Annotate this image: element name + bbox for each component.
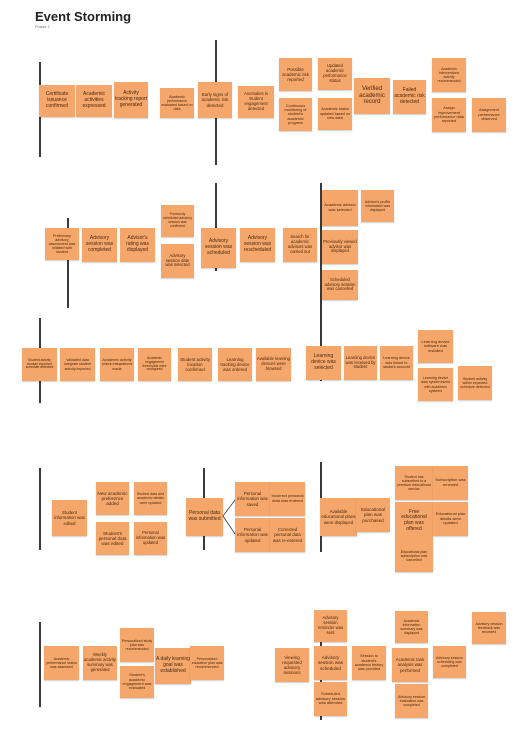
event-sticky-note[interactable]: Learning device software was installed	[418, 330, 453, 363]
event-sticky-note[interactable]: Personalized study plan was recommended	[120, 628, 154, 662]
branch-arrow	[222, 499, 236, 517]
event-sticky-note[interactable]: Advisory session scheduling was complete…	[433, 646, 466, 678]
event-sticky-note[interactable]: Student activity within expected schedul…	[458, 366, 492, 400]
event-sticky-note[interactable]: Advisory session feedback was recorded	[472, 612, 506, 644]
event-sticky-note[interactable]: Educational plan details were updated	[433, 502, 468, 536]
event-sticky-note[interactable]: A daily learning goal was established	[155, 648, 191, 684]
event-sticky-note[interactable]: Learning tracking device was ordered	[218, 348, 252, 381]
event-sticky-note[interactable]: Academic performance status was assessed	[44, 646, 79, 680]
event-sticky-note[interactable]: Scheduled advisory session was attended	[314, 682, 347, 716]
event-sticky-note[interactable]: Advisory session was completed	[82, 228, 117, 262]
event-sticky-note[interactable]: Student information was edited	[52, 500, 87, 536]
event-sticky-note[interactable]: Updated academic performance status	[318, 58, 352, 90]
timeline-line	[39, 622, 41, 707]
event-sticky-note[interactable]: Personal data was submitted	[186, 498, 223, 536]
event-sticky-note[interactable]: Anomalies in student engagement detected	[238, 86, 274, 118]
event-sticky-note[interactable]: Failed academic risk detected	[393, 80, 426, 114]
event-sticky-note[interactable]: Validated data integrate student activit…	[60, 348, 95, 381]
event-sticky-note[interactable]: Assignment performance observed	[472, 98, 506, 132]
event-sticky-note[interactable]: Personalized education plan was recommen…	[190, 646, 224, 680]
event-sticky-note[interactable]: Session to student's academic history wa…	[352, 646, 386, 680]
event-sticky-note[interactable]: Activity tracking report generated	[114, 82, 148, 118]
event-sticky-note[interactable]: Preliminary advisory assessment was init…	[45, 228, 79, 260]
event-sticky-note[interactable]: Previously viewed advisor was displayed	[322, 230, 358, 264]
event-sticky-note[interactable]: Student activity location confirmed	[178, 348, 212, 381]
event-sticky-note[interactable]: Student's personal data was edited	[96, 522, 129, 555]
event-sticky-note[interactable]: Learning device was selected	[306, 346, 341, 380]
event-sticky-note[interactable]: Available educational plans were display…	[320, 498, 357, 536]
board-subtitle: Phase 2	[35, 24, 50, 29]
event-sticky-note[interactable]: Personal information was updated	[235, 518, 270, 552]
event-sticky-note[interactable]: Continuous monitoring of student's acade…	[279, 98, 312, 131]
event-sticky-note[interactable]: Academic information summary was display…	[395, 611, 428, 643]
event-sticky-note[interactable]: Assign improvement performance data repo…	[432, 98, 466, 132]
event-sticky-note[interactable]: Student data and academic details were u…	[134, 482, 167, 515]
event-sticky-note[interactable]: Personal information was saved	[235, 482, 270, 516]
event-sticky-note[interactable]: Viewing requested advisory sessions	[275, 648, 309, 682]
event-sticky-note[interactable]: Advisor's rating was displayed	[120, 228, 155, 262]
event-sticky-note[interactable]: Certificate issuance confirmed	[39, 85, 75, 117]
timeline-line	[215, 183, 217, 271]
timeline-line	[320, 183, 322, 303]
timeline-line	[67, 218, 69, 308]
event-sticky-note[interactable]: Educational plan was purchased	[356, 498, 390, 532]
event-sticky-note[interactable]: Available learning devices were browsed	[256, 348, 291, 381]
event-sticky-note[interactable]: Student's academic engagement was evalua…	[120, 666, 154, 698]
event-sticky-note[interactable]: Learning device was linked to student ac…	[380, 346, 413, 380]
event-sticky-note[interactable]: Scheduled advisory session was cancelled	[322, 270, 358, 300]
event-sticky-note[interactable]: Incorrect personal data was entered	[270, 482, 305, 516]
event-sticky-note[interactable]: Free educational plan was offered	[395, 502, 433, 540]
event-sticky-note[interactable]: Academic interventions activity recommen…	[432, 58, 466, 92]
event-sticky-note[interactable]: Subscription was renewed	[433, 466, 468, 500]
event-sticky-note[interactable]: Personal information was updated	[134, 522, 167, 555]
event-sticky-note[interactable]: Academic engagement thresholds were conf…	[138, 348, 171, 381]
event-sticky-note[interactable]: Early signs of academic risk detected	[198, 82, 232, 118]
event-sticky-note[interactable]: Academic activities expressed	[76, 85, 112, 117]
event-sticky-note[interactable]: Search for academic advisors was carried…	[283, 228, 317, 262]
event-sticky-note[interactable]: Advisory session reminder was sent	[314, 610, 347, 642]
board-title: Event Storming	[35, 9, 132, 24]
event-sticky-note[interactable]: Advisory session was rescheduled	[240, 228, 275, 262]
event-sticky-note[interactable]: Possible academic risk reported	[279, 58, 312, 91]
event-sticky-note[interactable]: New academic preference added	[96, 482, 129, 515]
event-sticky-note[interactable]: Advisory session evaluation was complete…	[395, 684, 428, 718]
timeline-line	[39, 468, 41, 550]
event-sticky-note[interactable]: Corrected personal data was re-entered	[270, 518, 305, 552]
event-sticky-note[interactable]: Advisory session was scheduled	[201, 228, 236, 268]
event-sticky-note[interactable]: Academic task analysis was performed	[392, 648, 428, 682]
event-sticky-note[interactable]: Academic activity check integrations mad…	[100, 348, 134, 381]
timeline-line	[320, 296, 322, 381]
event-sticky-note[interactable]: Advisor's profile information was displa…	[361, 190, 394, 222]
event-sticky-note[interactable]: Learning device data synchronized with a…	[418, 368, 453, 401]
event-sticky-note[interactable]: Advisory session date was selected	[161, 244, 194, 278]
event-sticky-note[interactable]: Previously scheduled advisory session wa…	[161, 205, 194, 237]
event-sticky-note[interactable]: Academic performance evaluated based on …	[160, 88, 194, 118]
event-sticky-note[interactable]: Weekly academic activity summary was gen…	[83, 646, 117, 680]
event-sticky-note[interactable]: Academic status updated based on new dat…	[318, 98, 352, 130]
event-sticky-note[interactable]: Student activity module imported schedul…	[22, 348, 57, 381]
branch-arrow	[222, 515, 236, 535]
event-sticky-note[interactable]: Student has subscribed to a premium educ…	[395, 466, 433, 500]
event-sticky-note[interactable]: Learning device was received by student	[344, 346, 377, 380]
event-sticky-note[interactable]: Advisory session was scheduled	[314, 646, 347, 680]
event-sticky-note[interactable]: Academic advisor was selected	[322, 190, 358, 226]
event-sticky-note[interactable]: Educational plan subscription was cancel…	[395, 540, 433, 572]
event-sticky-note[interactable]: Verified academic record	[354, 78, 390, 114]
